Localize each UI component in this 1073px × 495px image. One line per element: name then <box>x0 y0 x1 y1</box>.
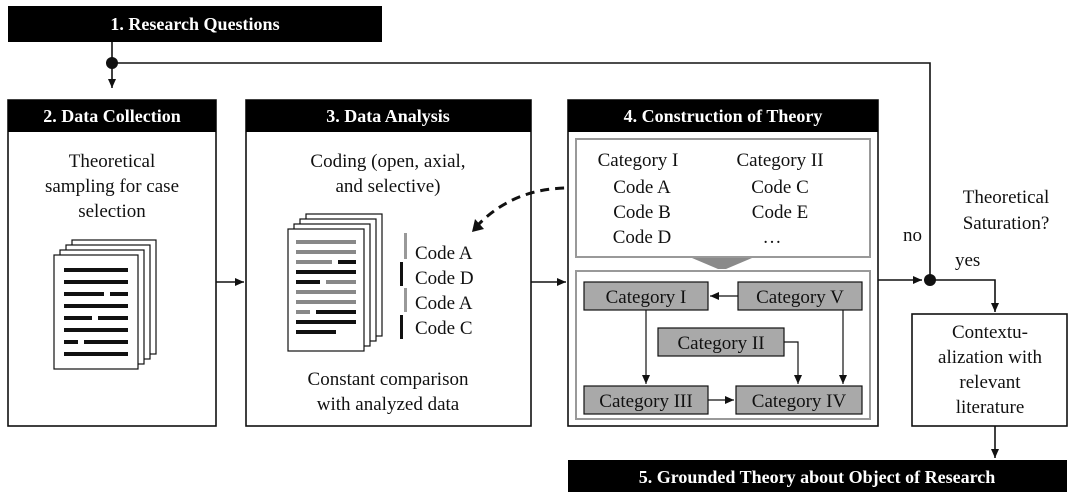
coding-line-2: and selective) <box>336 176 441 197</box>
data-collection-header <box>8 100 216 132</box>
yes-arrow <box>930 279 999 312</box>
panel-col2-code-3: … <box>763 227 782 248</box>
contextualization-box <box>911 313 1068 427</box>
panel-col1-code-1: Code A <box>613 177 671 198</box>
category-ii-box <box>657 327 785 357</box>
code-label-3: Code A <box>415 293 473 314</box>
contextualization-line-1: Contextu- <box>952 322 1028 343</box>
research-questions-title: 1. Research Questions <box>110 14 279 34</box>
category-i-label: Category I <box>606 287 687 308</box>
contextualization-line-2: alization with <box>938 347 1042 368</box>
saturation-question-line-1: Theoretical <box>963 187 1050 208</box>
code-marker-4 <box>400 315 403 339</box>
category-v-box <box>737 281 863 311</box>
data-analysis-header <box>246 100 531 132</box>
category-ii-label: Category II <box>677 333 764 354</box>
code-label-2: Code D <box>415 268 474 289</box>
dashed-arrowhead-left <box>472 219 484 232</box>
code-marker-2 <box>400 262 403 286</box>
code-marker-1 <box>404 233 407 259</box>
no-feedback-line <box>112 62 931 280</box>
panel-col1-code-2: Code B <box>613 202 671 223</box>
code-link-dashed-arrow <box>474 186 576 229</box>
comparison-line-2: with analyzed data <box>317 394 460 415</box>
code-marker-3 <box>404 288 407 312</box>
grounded-theory-header <box>568 460 1067 492</box>
panel-col1-code-3: Code D <box>613 227 672 248</box>
panel-category-i: Category I <box>598 150 679 171</box>
saturation-question-line-2: Saturation? <box>963 213 1050 234</box>
grounded-theory-title: 5. Grounded Theory about Object of Resea… <box>639 467 996 487</box>
panel-col2-code-2: Code E <box>752 202 808 223</box>
data-collection-line-3: selection <box>78 201 146 222</box>
ii-to-iv-arrow <box>784 341 802 384</box>
code-label-4: Code C <box>415 318 473 339</box>
category-iii-box <box>583 385 709 415</box>
category-code-panel <box>575 138 871 258</box>
contextualization-line-4: literature <box>956 397 1025 418</box>
category-v-label: Category V <box>756 287 844 308</box>
coding-line-1: Coding (open, axial, <box>310 151 465 172</box>
panel-connector-shape <box>692 258 752 269</box>
document-stack-icon <box>53 239 157 370</box>
yes-label: yes <box>955 250 980 271</box>
construction-header <box>568 100 878 132</box>
research-questions-header <box>8 6 382 42</box>
panel-category-ii: Category II <box>736 150 823 171</box>
coded-document-icon <box>287 213 383 352</box>
construction-title: 4. Construction of Theory <box>624 106 823 126</box>
data-collection-title: 2. Data Collection <box>43 106 180 126</box>
panel-col2-code-1: Code C <box>751 177 809 198</box>
data-collection-line-1: Theoretical <box>69 151 156 172</box>
category-i-box <box>583 281 709 311</box>
code-label-1: Code A <box>415 243 473 264</box>
contextualization-line-3: relevant <box>959 372 1021 393</box>
comparison-line-1: Constant comparison <box>308 369 469 390</box>
category-iii-label: Category III <box>599 391 692 412</box>
category-iv-box <box>735 385 863 415</box>
data-collection-line-2: sampling for case <box>45 176 179 197</box>
data-analysis-title: 3. Data Analysis <box>326 106 450 126</box>
category-iv-label: Category IV <box>752 391 847 412</box>
no-label: no <box>903 225 922 246</box>
